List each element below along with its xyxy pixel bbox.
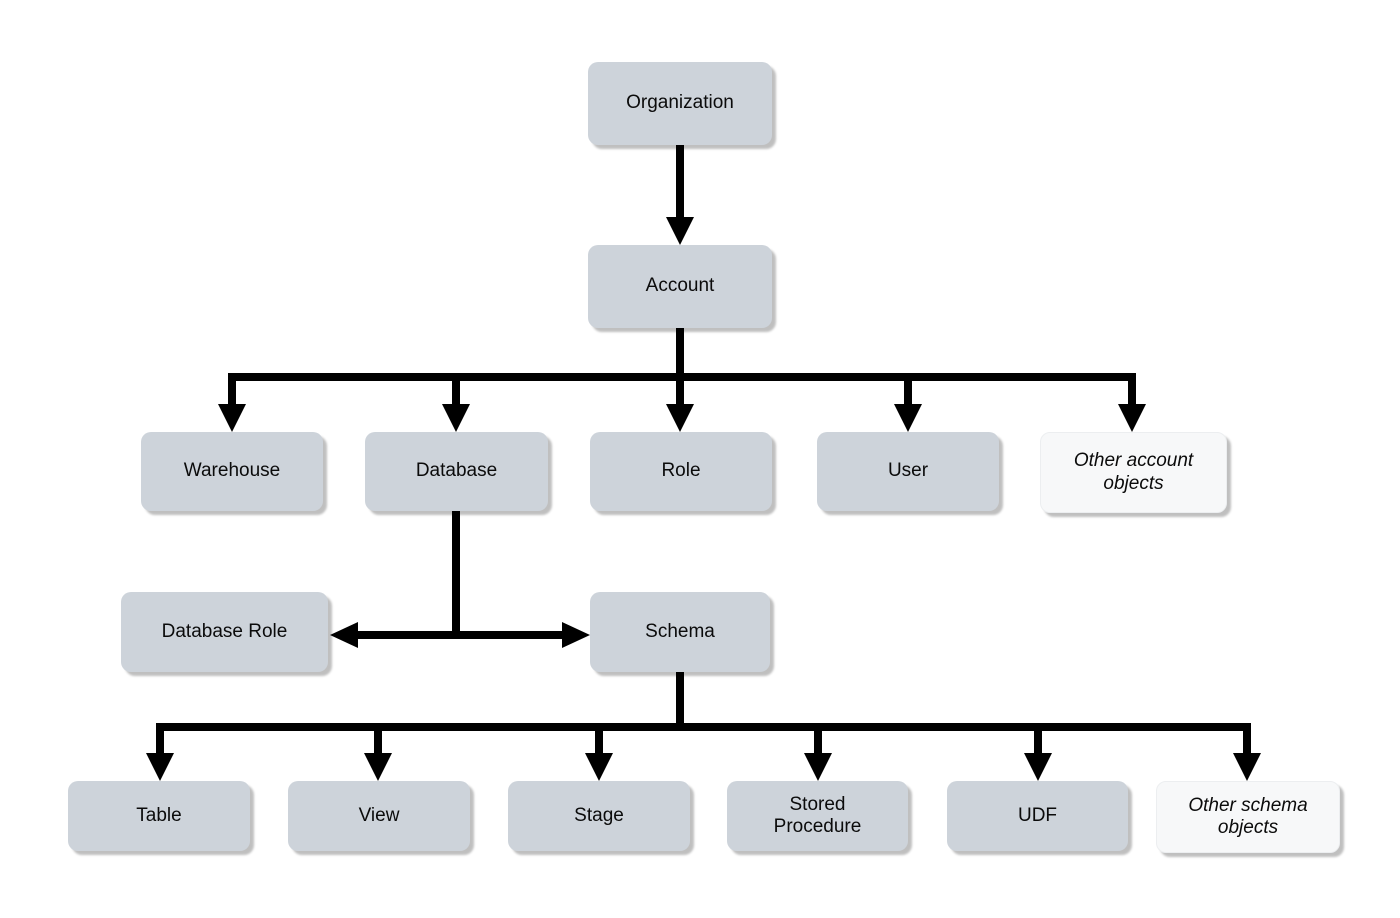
edge-schema-stored-procedure-line	[814, 729, 822, 753]
edge-schema-stored-procedure-arrowhead-icon	[804, 753, 832, 781]
node-view: View	[288, 781, 470, 851]
edge-schema-other-schema-arrowhead-icon	[1233, 753, 1261, 781]
edge-schema-stage-line	[595, 729, 603, 753]
edge-schema-other-schema-line	[1243, 729, 1251, 753]
edge-database-crossbar-line	[352, 631, 564, 639]
node-udf: UDF	[947, 781, 1128, 851]
edge-schema-udf-line	[1034, 729, 1042, 753]
node-stage: Stage	[508, 781, 690, 851]
edge-account-warehouse-line	[228, 379, 236, 405]
edge-account-role-arrowhead-icon	[666, 404, 694, 432]
node-database-role: Database Role	[121, 592, 328, 672]
edge-database-database-role-arrowhead-icon	[330, 622, 358, 648]
node-schema: Schema	[590, 592, 770, 672]
edge-account-other-account-arrowhead-icon	[1118, 404, 1146, 432]
edge-database-schema-arrowhead-icon	[562, 622, 590, 648]
edge-account-warehouse-arrowhead-icon	[218, 404, 246, 432]
node-role: Role	[590, 432, 772, 511]
node-table: Table	[68, 781, 250, 851]
edge-account-stem-line	[676, 328, 684, 375]
edge-schema-view-line	[374, 729, 382, 753]
node-warehouse: Warehouse	[141, 432, 323, 511]
edge-schema-view-arrowhead-icon	[364, 753, 392, 781]
edge-account-user-line	[904, 379, 912, 405]
edge-schema-table-arrowhead-icon	[146, 753, 174, 781]
edge-schema-udf-arrowhead-icon	[1024, 753, 1052, 781]
edge-account-other-account-line	[1128, 379, 1136, 405]
edge-schema-branch-line	[156, 723, 1251, 731]
edge-account-database-line	[452, 379, 460, 405]
edge-account-role-line	[676, 379, 684, 405]
edge-account-branch-line	[228, 373, 1136, 381]
node-database: Database	[365, 432, 548, 511]
edge-account-database-arrowhead-icon	[442, 404, 470, 432]
edge-organization-account-line	[676, 145, 684, 219]
node-account: Account	[588, 245, 772, 328]
node-stored-procedure: Stored Procedure	[727, 781, 908, 851]
node-organization: Organization	[588, 62, 772, 145]
edge-account-user-arrowhead-icon	[894, 404, 922, 432]
edge-database-stem-line	[452, 511, 460, 639]
node-user: User	[817, 432, 999, 511]
edge-organization-account-arrowhead-icon	[666, 217, 694, 245]
edge-schema-stem-line	[676, 672, 684, 731]
edge-schema-table-line	[156, 729, 164, 753]
node-other-account-objects: Other account objects	[1040, 432, 1227, 513]
node-other-schema-objects: Other schema objects	[1156, 781, 1340, 853]
edge-schema-stage-arrowhead-icon	[585, 753, 613, 781]
